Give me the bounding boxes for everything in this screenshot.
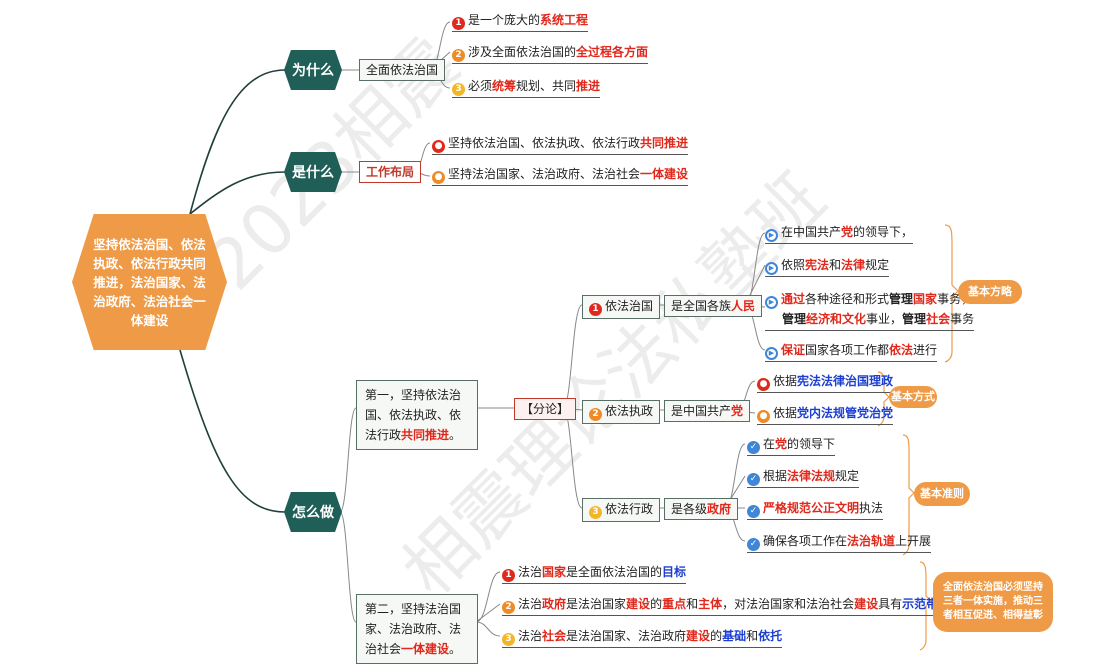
tag-basic-principle[interactable]: 基本准则 [914, 482, 970, 506]
tag-basic-strategy[interactable]: 基本方略 [958, 280, 1022, 304]
check-icon: ✓ [747, 473, 760, 486]
check-icon: ✓ [747, 538, 760, 551]
rule-item-1[interactable]: ●依据宪法法律治国理政 [757, 373, 894, 393]
branch-what[interactable]: 是什么 [284, 152, 342, 192]
root-topic[interactable]: 坚持依法治国、依法执政、依法行政共同推进，法治国家、法治政府、法治社会一体建设 [72, 214, 227, 350]
bullet-icon: ● [432, 171, 445, 184]
node-split-topic[interactable]: 【分论】 [514, 398, 577, 420]
admin-item-1[interactable]: ✓在党的领导下 [747, 436, 836, 456]
play-icon: ▶ [765, 347, 778, 360]
tag-basic-mode[interactable]: 基本方式 [889, 386, 937, 408]
gov-item-1[interactable]: ▶在中国共产党的领导下， [765, 224, 914, 244]
what-item-1[interactable]: ●坚持依法治国、依法执政、依法行政共同推进 [432, 135, 689, 155]
node-comprehensive-rule-of-law[interactable]: 全面依法治国 [359, 59, 446, 81]
gov-item-3[interactable]: ▶通过各种途径和形式管理国家事务，管理经济和文化事业，管理社会事务 [765, 289, 975, 331]
gov-item-2[interactable]: ▶依照宪法和法律规定 [765, 257, 890, 277]
node-rule-subject[interactable]: 是中国共产党 [664, 400, 751, 422]
bullet-icon: ● [757, 378, 770, 391]
gov-item-4[interactable]: ▶保证国家各项工作都依法进行 [765, 342, 938, 362]
node-admin-subject[interactable]: 是各级政府 [664, 498, 739, 520]
node-second-principle[interactable]: 第二，坚持法治国家、法治政府、法治社会一体建设。 [356, 594, 478, 664]
check-icon: ✓ [747, 505, 760, 518]
tag-trinity[interactable]: 全面依法治国必须坚持三者一体实施，推动三者相互促进、相得益彰 [933, 572, 1053, 632]
admin-item-2[interactable]: ✓根据法律法规规定 [747, 468, 860, 488]
node-gov-subject[interactable]: 是全国各族人民 [664, 295, 763, 317]
what-item-2[interactable]: ●坚持法治国家、法治政府、法治社会一体建设 [432, 166, 689, 186]
play-icon: ▶ [765, 262, 778, 275]
admin-item-4[interactable]: ✓确保各项工作在法治轨道上开展 [747, 533, 932, 553]
admin-item-3[interactable]: ✓严格规范公正文明执法 [747, 500, 884, 520]
check-icon: ✓ [747, 441, 760, 454]
play-icon: ▶ [765, 229, 778, 242]
rule-item-2[interactable]: ●依据党内法规管党治党 [757, 405, 894, 425]
bullet-icon: ● [432, 140, 445, 153]
branch-why[interactable]: 为什么 [284, 50, 342, 90]
node-work-layout[interactable]: 工作布局 [359, 161, 422, 183]
node-first-principle[interactable]: 第一，坚持依法治国、依法执政、依法行政共同推进。 [356, 380, 478, 450]
branch-how[interactable]: 怎么做 [284, 492, 342, 532]
bullet-icon: ● [757, 410, 770, 423]
play-icon: ▶ [765, 296, 778, 309]
